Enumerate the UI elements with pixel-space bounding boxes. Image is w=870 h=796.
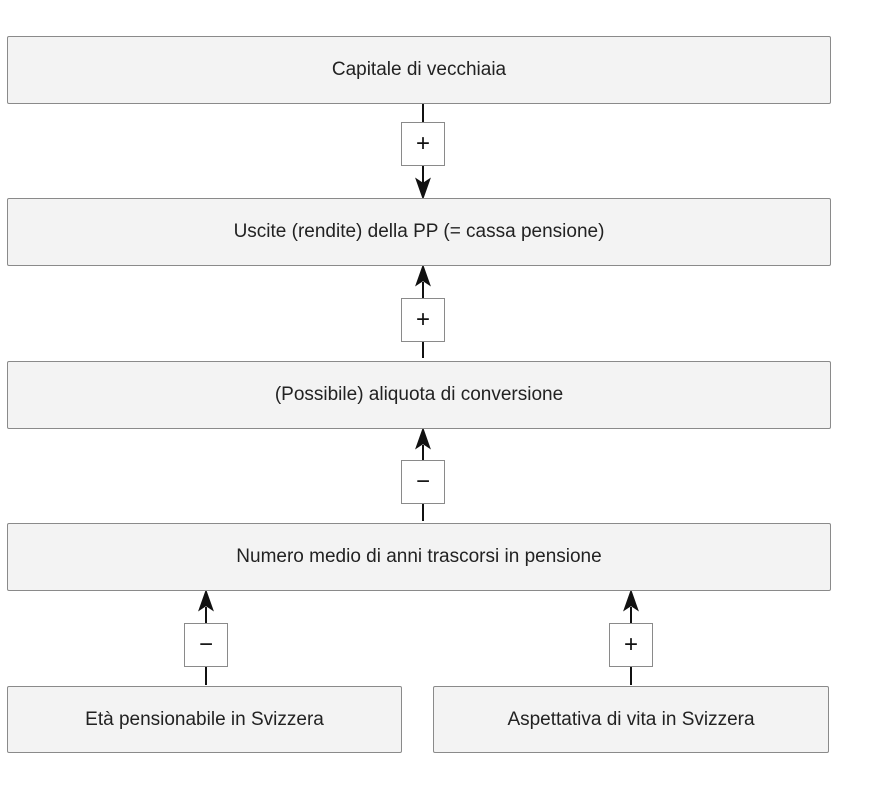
node-label: (Possibile) aliquota di conversione	[274, 384, 564, 405]
edge-sign: +	[401, 298, 445, 342]
edge-sign: +	[609, 623, 653, 667]
node-label: Età pensionabile in Svizzera	[85, 708, 324, 730]
node-label: Aspettativa di vita in Svizzera	[507, 708, 755, 730]
node-aspettativa-vita: Aspettativa di vita in Svizzera	[433, 686, 829, 753]
edge-sign: −	[401, 460, 445, 504]
node-anni-pensione: Numero medio di anni trascorsi in pensio…	[7, 523, 831, 591]
edge-sign: +	[401, 122, 445, 166]
node-eta-pensionabile: Età pensionabile in Svizzera	[7, 686, 402, 753]
node-uscite-pp: Uscite (rendite) della PP (= cassa pensi…	[7, 198, 831, 266]
node-label: Capitale di vecchiaia	[331, 59, 507, 80]
node-label: Numero medio di anni trascorsi in pensio…	[236, 546, 602, 567]
node-label: Uscite (rendite) della PP (= cassa pensi…	[233, 221, 605, 242]
node-capitale-vecchiaia: Capitale di vecchiaia	[7, 36, 831, 104]
node-aliquota-conversione: (Possibile) aliquota di conversione	[7, 361, 831, 429]
edge-sign: −	[184, 623, 228, 667]
